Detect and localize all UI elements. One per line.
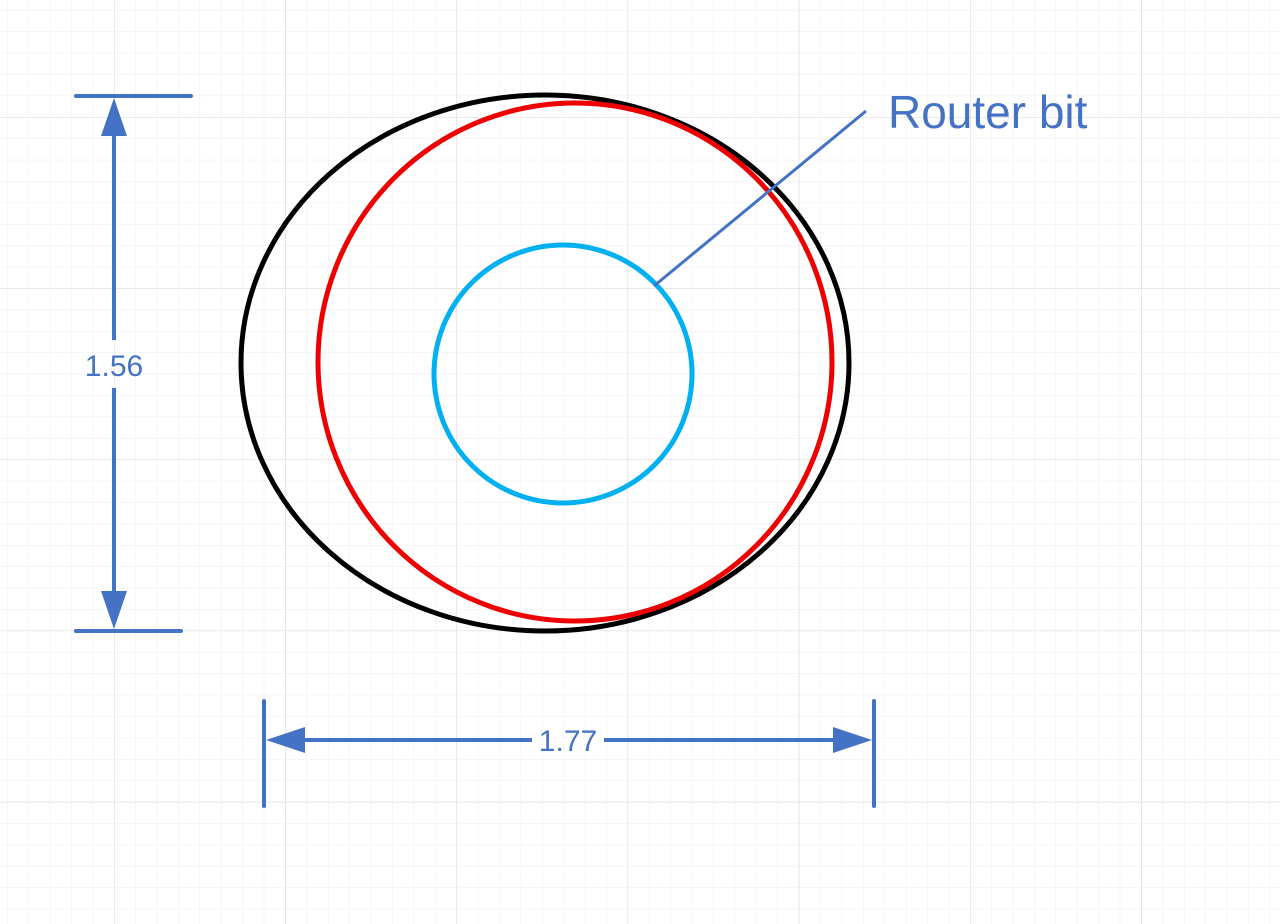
arrowhead-down-icon [101, 591, 127, 629]
arrowhead-left-icon [266, 727, 305, 753]
width-label: 1.77 [539, 725, 597, 758]
router-bit-circle [431, 242, 695, 506]
height-label: 1.56 [85, 350, 143, 383]
width-dimension: 1.77 [262, 699, 876, 808]
callout-leader-line [653, 109, 867, 288]
router-bit-label: Router bit [888, 86, 1088, 138]
height-dimension: 1.56 [74, 94, 193, 633]
arrowhead-up-icon [101, 98, 127, 136]
red-circle [315, 100, 835, 624]
outer-ellipse [238, 92, 852, 634]
arrowhead-right-icon [833, 727, 872, 753]
